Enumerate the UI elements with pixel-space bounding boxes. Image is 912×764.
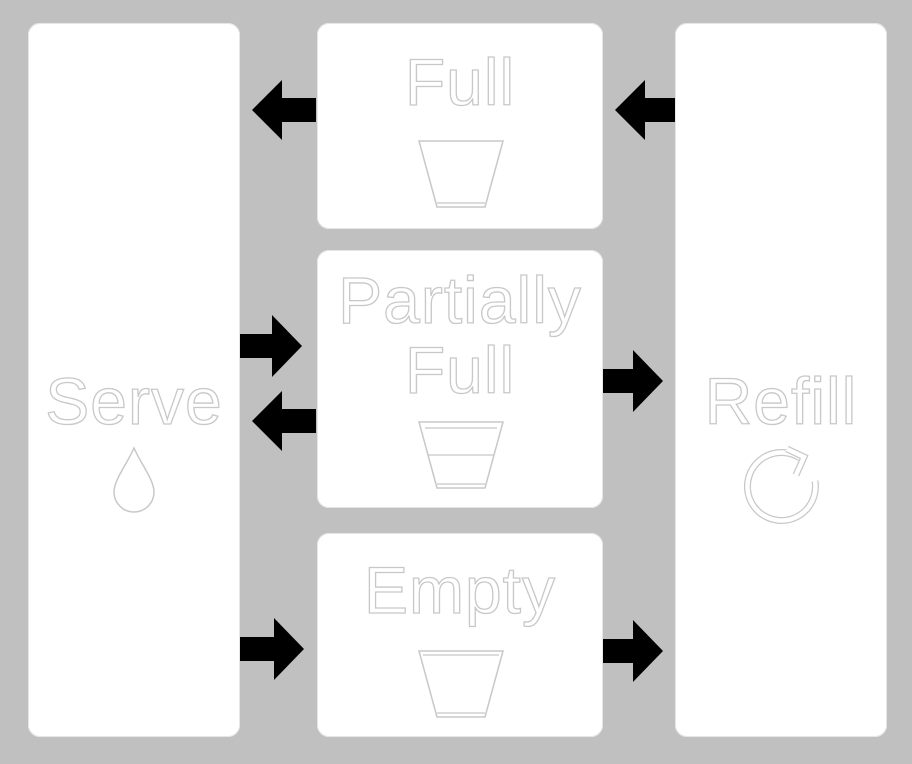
partial-label-line2: Full: [404, 333, 516, 407]
arrow-partial-to-refill: [603, 350, 663, 412]
full-cup-icon: [418, 140, 504, 208]
drop-icon: [113, 446, 155, 513]
partial-state-panel: Partially Full: [317, 250, 603, 508]
refresh-icon: [743, 445, 819, 524]
refill-panel: Refill: [675, 23, 887, 737]
refill-label: Refill: [704, 364, 858, 438]
empty-state-panel: Empty: [317, 533, 603, 737]
arrow-refill-to-full: [615, 80, 675, 140]
arrow-empty-to-refill: [603, 620, 663, 682]
partial-label-line1: Partially: [337, 263, 582, 337]
full-label: Full: [404, 45, 516, 119]
partial-cup-icon: [418, 421, 504, 489]
serve-label: Serve: [45, 364, 223, 438]
arrow-full-to-serve: [252, 80, 316, 140]
empty-label: Empty: [363, 553, 557, 627]
serve-panel: Serve: [28, 23, 240, 737]
empty-cup-icon: [418, 650, 504, 718]
arrow-partial-to-serve: [252, 391, 316, 451]
arrow-serve-to-partial: [240, 315, 302, 377]
full-state-panel: Full: [317, 23, 603, 229]
arrow-serve-to-empty: [240, 618, 304, 680]
